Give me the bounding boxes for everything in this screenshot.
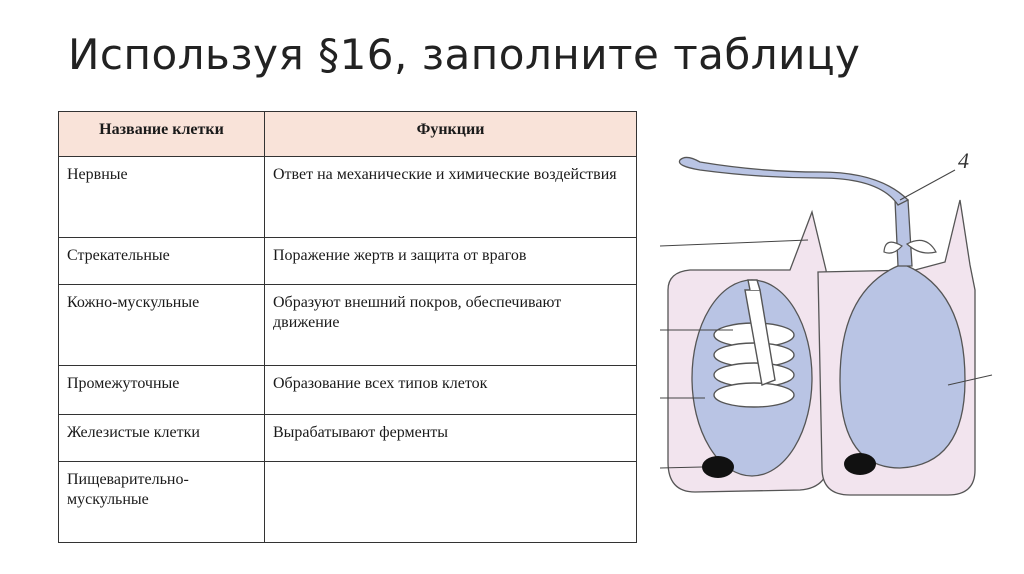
vesicle-stalk: [894, 199, 913, 267]
pointer-lines: [659, 169, 993, 469]
right-nucleus: [844, 453, 876, 475]
cell-name: Стрекательные: [58, 237, 265, 285]
table-row: Кожно-мускульные Образуют внешний покров…: [58, 284, 637, 366]
coiled-thread: [713, 279, 795, 408]
cell-name: Кожно-мускульные: [58, 284, 265, 366]
cell-function: Образуют внешний покров, обеспечивают дв…: [264, 284, 637, 366]
cell-function: Ответ на механические и химические возде…: [264, 156, 637, 238]
table-row: Стрекательные Поражение жертв и защита о…: [58, 237, 637, 285]
cell-function: Поражение жертв и защита от врагов: [264, 237, 637, 285]
table-row: Нервные Ответ на механические и химическ…: [58, 156, 637, 238]
table-row: Промежуточные Образование всех типов кле…: [58, 365, 637, 415]
cells-table: Название клетки Функции Нервные Ответ на…: [58, 111, 637, 543]
table-row: Пищеварительно-мускульные: [58, 461, 637, 543]
cell-function: Образование всех типов клеток: [264, 365, 637, 415]
cell-function: Вырабатывают ферменты: [264, 414, 637, 462]
cnidocil-right: [905, 239, 937, 254]
header-cell-functions: Функции: [264, 111, 637, 157]
table-row: Железистые клетки Вырабатывают ферменты: [58, 414, 637, 462]
cell-name: Железистые клетки: [58, 414, 265, 462]
figure-label-4: 4: [958, 148, 969, 173]
cell-name: Промежуточные: [58, 365, 265, 415]
header-cell-name: Название клетки: [58, 111, 265, 157]
table-header-row: Название клетки Функции: [58, 111, 637, 157]
long-thread: [678, 156, 910, 206]
stinging-cell-diagram: [659, 156, 993, 496]
cell-name: Пищеварительно-мускульные: [58, 461, 265, 543]
cell-function: [264, 461, 637, 543]
cnidocil-left: [883, 241, 903, 254]
cell-name: Нервные: [58, 156, 265, 238]
slide-title: Используя §16, заполните таблицу: [68, 30, 861, 79]
right-vesicle: [839, 264, 966, 469]
left-nucleus: [702, 456, 734, 478]
